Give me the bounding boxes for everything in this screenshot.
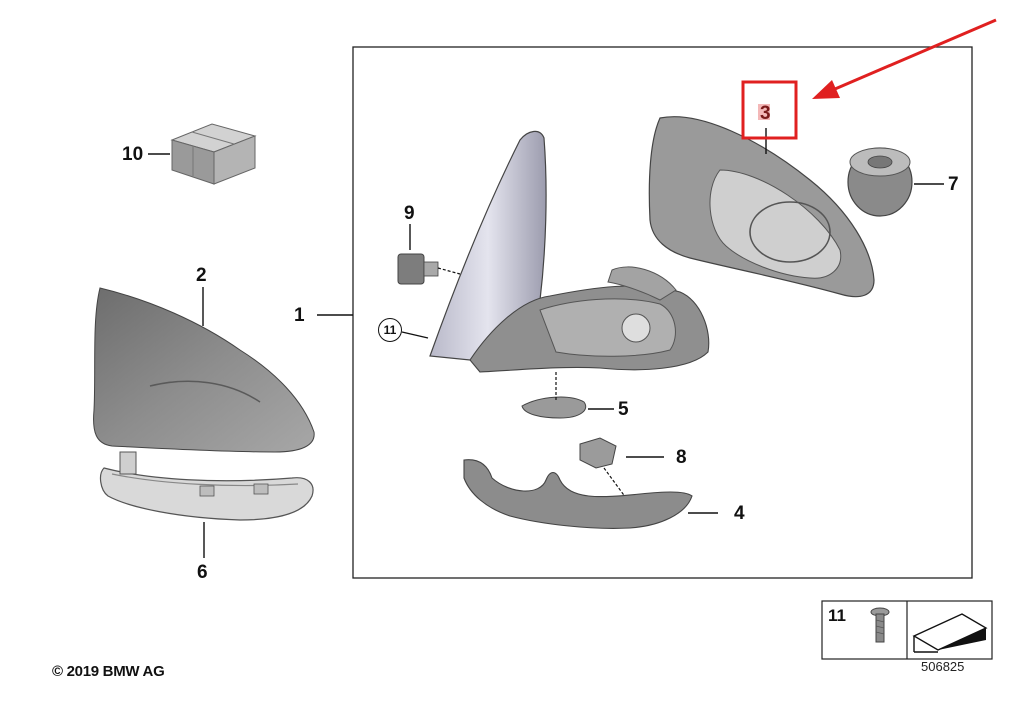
callout-4: 4 [734,503,745,524]
material-pictogram-icon [912,613,988,653]
callout-7: 7 [948,174,959,195]
legend-part-number: 11 [828,606,846,625]
callout-2: 2 [196,265,207,286]
screw-legend [821,600,993,660]
callout-6: 6 [197,562,208,583]
callout-3: 3 [760,103,771,124]
callout-1: 1 [294,305,305,326]
screw-icon [870,607,890,643]
part-9-connector[interactable] [397,253,461,285]
callout-8: 8 [676,447,687,468]
callout-5: 5 [618,399,629,420]
part-2-mirror-cap[interactable] [93,287,315,453]
part-6-turn-signal[interactable] [99,451,314,521]
highlight-label-bg [758,104,770,120]
part-4-lower-cover[interactable] [463,459,693,529]
part-7-motor[interactable] [847,147,913,217]
part-3-glass-carrier[interactable] [648,116,875,298]
part-1-mirror-assembly[interactable] [429,130,710,373]
highlight-box [741,80,798,140]
assembly-frame [352,46,973,579]
callout-11-circled: 11 [378,318,402,342]
diagram-id: 506825 [921,659,965,674]
part-10-box[interactable] [170,123,257,185]
callout-9: 9 [404,203,415,224]
copyright-text: © 2019 BMW AG [52,663,165,680]
part-5-cover[interactable] [521,372,587,419]
callout-10: 10 [122,144,144,165]
pointer-arrow [812,18,997,99]
part-8-bracket[interactable] [579,437,627,499]
